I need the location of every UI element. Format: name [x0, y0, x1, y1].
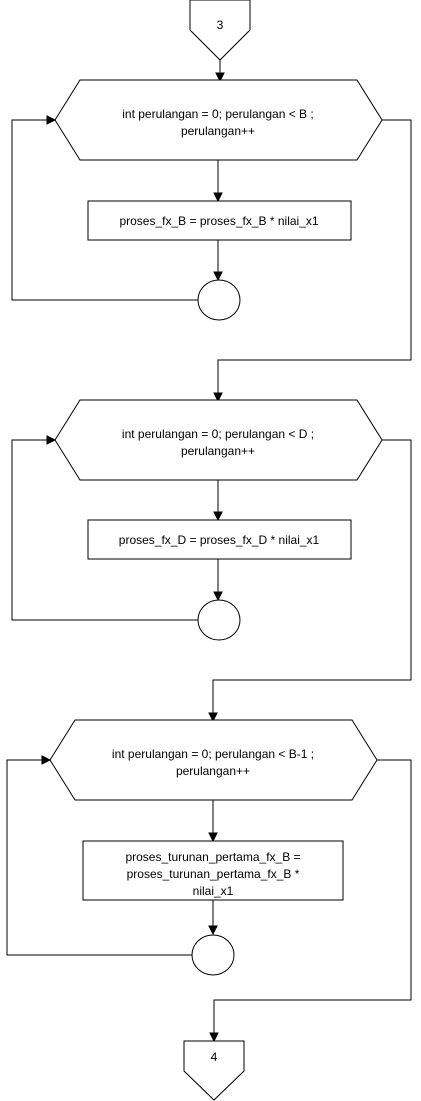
arrowhead-icon — [215, 72, 225, 83]
end-connector-shape — [183, 1040, 245, 1101]
loop-1-process-box — [87, 200, 352, 241]
arrowhead-icon — [208, 832, 218, 843]
edge-loop-3-back — [6, 755, 192, 956]
loop-3-process-text-line2: proses_turunan_pertama_fx_B * — [127, 867, 300, 881]
arrowhead-icon — [46, 435, 57, 445]
loop-3-join[interactable] — [191, 934, 235, 976]
edge-loop-1-exit — [213, 119, 412, 403]
loop-1-join-circle — [197, 279, 241, 321]
loop-2-condition[interactable]: int perulangan = 0; perulangan < D ; per… — [54, 399, 383, 481]
loop-2-process-text-line1: proses_fx_D = proses_fx_D * nilai_x1 — [119, 533, 320, 547]
arrowhead-icon — [46, 115, 57, 125]
edge-loop-2-exit — [208, 439, 412, 723]
edge-loop-2-to-process-2 — [213, 480, 223, 522]
edge-process-2-to-join-2 — [213, 559, 223, 602]
loop-1-condition-text-line1: int perulangan = 0; perulangan < B ; — [122, 107, 313, 121]
arrowhead-icon — [213, 511, 223, 522]
arrowhead-icon — [213, 392, 223, 403]
arrowhead-icon — [208, 925, 218, 936]
loop-2-process[interactable]: proses_fx_D = proses_fx_D * nilai_x1 — [87, 519, 352, 560]
edge-process-3-to-join-3 — [208, 900, 218, 936]
end-connector[interactable]: 4 — [183, 1040, 245, 1101]
arrowhead-icon — [208, 712, 218, 723]
loop-2-condition-text-line2: perulangan++ — [181, 444, 255, 458]
loop-3-process-text-line3: nilai_x1 — [193, 884, 234, 898]
loop-3-process[interactable]: proses_turunan_pertama_fx_B = proses_tur… — [82, 840, 344, 901]
loop-3-process-box — [82, 840, 344, 901]
edge-loop-3-to-process-3 — [208, 800, 218, 843]
end-connector-label: 4 — [211, 1050, 218, 1064]
loop-1-condition[interactable]: int perulangan = 0; perulangan < B ; per… — [54, 79, 383, 161]
loop-1-join[interactable] — [197, 279, 241, 321]
edge-loop-2-back — [11, 435, 198, 621]
arrowhead-icon — [41, 755, 52, 765]
edge-loop-1-back — [11, 115, 198, 301]
edge-loop-3-exit — [209, 759, 412, 1043]
loop-1-condition-text-line2: perulangan++ — [181, 124, 255, 138]
loop-2-join[interactable] — [197, 599, 241, 641]
loop-2-join-circle — [197, 599, 241, 641]
start-connector[interactable]: 3 — [189, 0, 251, 61]
loop-3-process-text-line1: proses_turunan_pertama_fx_B = — [125, 850, 300, 864]
start-connector-label: 3 — [217, 18, 224, 32]
loop-1-process[interactable]: proses_fx_B = proses_fx_B * nilai_x1 — [87, 200, 352, 241]
edge-loop-1-to-process-1 — [213, 160, 223, 203]
start-connector-shape — [189, 0, 251, 61]
arrowhead-icon — [213, 591, 223, 602]
loop-3-condition-text-line1: int perulangan = 0; perulangan < B-1 ; — [112, 747, 314, 761]
loop-3-condition[interactable]: int perulangan = 0; perulangan < B-1 ; p… — [49, 719, 378, 801]
loop-2-condition-text-line1: int perulangan = 0; perulangan < D ; — [122, 427, 314, 441]
loop-3-join-circle — [191, 934, 235, 976]
loop-1-process-text-line1: proses_fx_B = proses_fx_B * nilai_x1 — [119, 214, 318, 228]
edge-start-to-loop-1 — [215, 60, 225, 83]
edge-process-1-to-join-1 — [213, 240, 223, 282]
arrowhead-icon — [213, 271, 223, 282]
loop-2-process-box — [87, 519, 352, 560]
arrowhead-icon — [209, 1032, 219, 1043]
arrowhead-icon — [213, 192, 223, 203]
loop-3-condition-text-line2: perulangan++ — [176, 764, 250, 778]
